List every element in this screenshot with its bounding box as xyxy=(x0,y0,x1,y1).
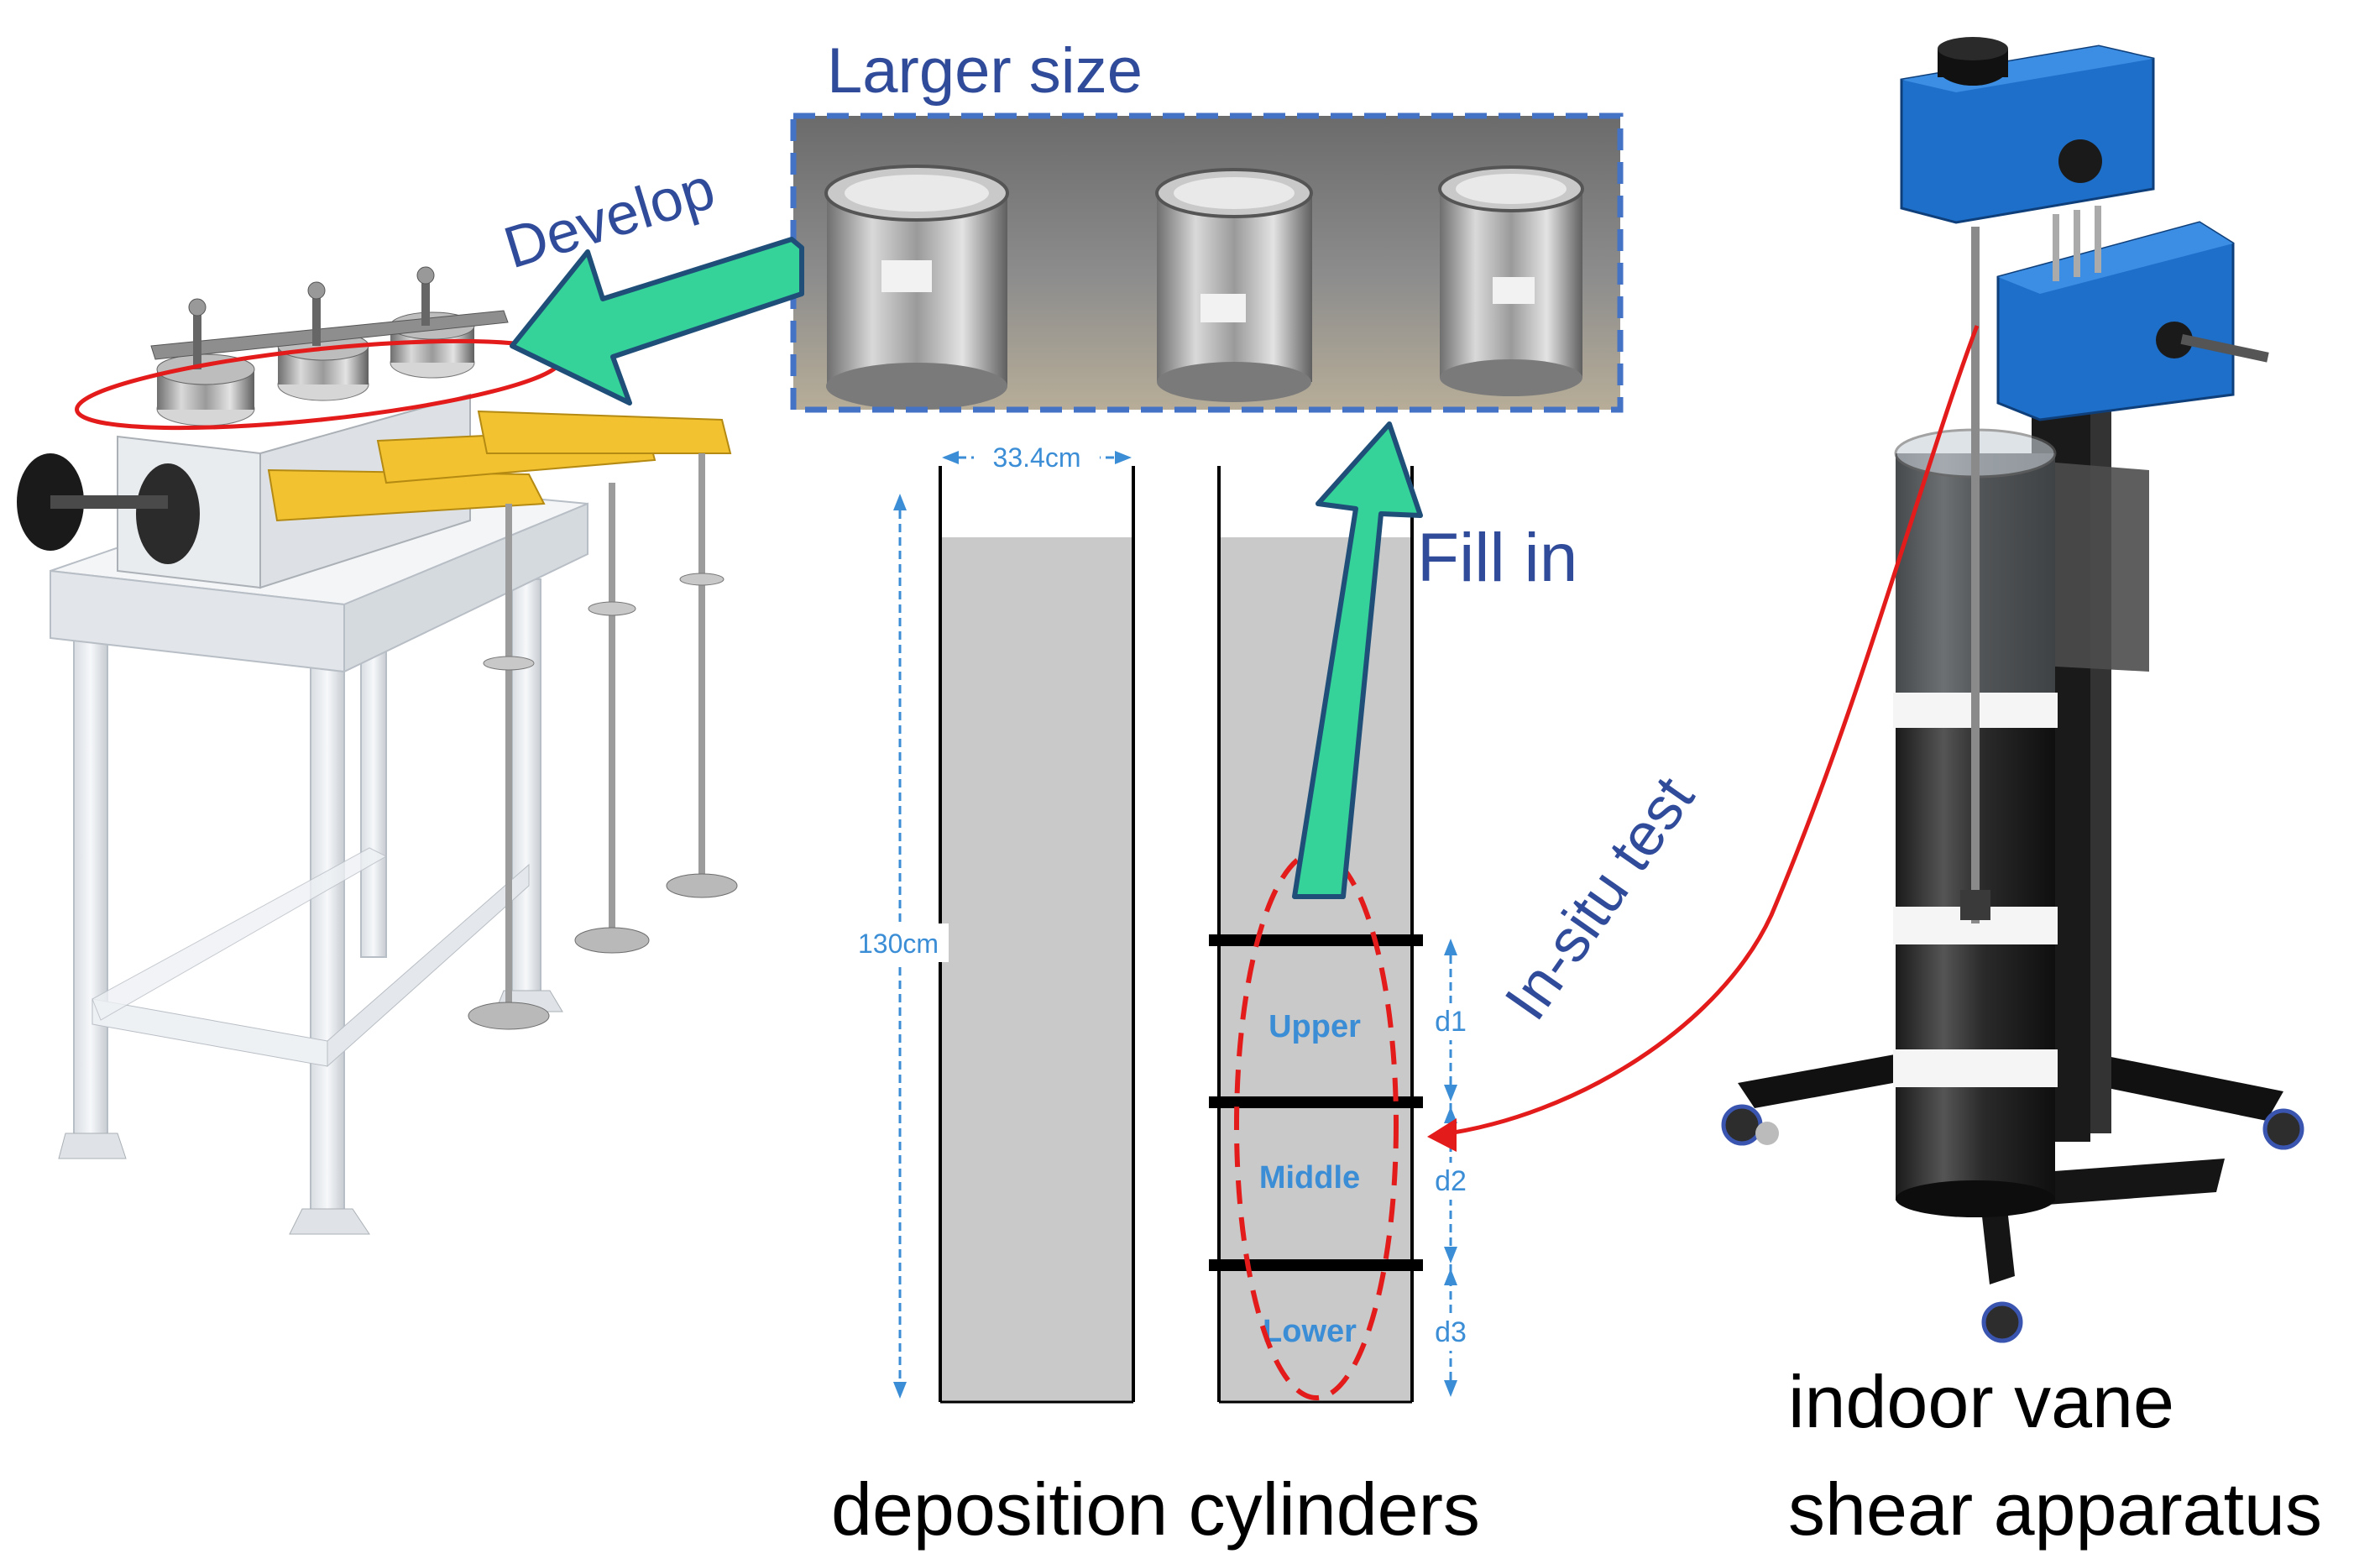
yellow-lever-arms xyxy=(267,410,732,522)
fill-in-arrow xyxy=(1292,421,1423,899)
layer-label-upper: Upper xyxy=(1268,1009,1361,1044)
deposition-cylinders-caption: deposition cylinders xyxy=(831,1467,1480,1551)
caster-wheel xyxy=(1721,1104,1763,1146)
width-dimension-label: 33.4cm xyxy=(993,442,1081,473)
develop-arrow xyxy=(510,237,804,405)
develop-label: Develop xyxy=(497,155,722,281)
depth-label-d1: d1 xyxy=(1435,1006,1467,1038)
photo-cylinder-3 xyxy=(1438,165,1584,396)
vane-shear-apparatus-illustration xyxy=(1427,37,2304,1343)
layer-divider-mid xyxy=(1209,1096,1423,1108)
depth-label-d2: d2 xyxy=(1435,1165,1467,1197)
deposition-cylinders-drawing: 33.4cm 130cm Upper Middle Lower xyxy=(848,441,1474,1404)
height-dimension xyxy=(848,494,949,1399)
layer-divider-bottom xyxy=(1209,1259,1423,1271)
photo-cylinder-1 xyxy=(824,165,1009,410)
caster-wheel xyxy=(1981,1301,2023,1343)
larger-size-label: Larger size xyxy=(827,35,1143,107)
layer-divider-top xyxy=(1209,934,1423,946)
hanger-rods xyxy=(468,453,738,1030)
consolidation-cells xyxy=(150,266,509,426)
caster-wheel xyxy=(2262,1108,2304,1150)
cylinder-left-sediment xyxy=(940,537,1133,1402)
caster-wheel xyxy=(1755,1122,1779,1145)
layer-label-middle: Middle xyxy=(1259,1160,1360,1195)
larger-size-photo xyxy=(790,112,1624,413)
vane-cylinder xyxy=(1893,227,2058,1217)
vane-caption-line2: shear apparatus xyxy=(1788,1467,2322,1551)
height-dimension-label: 130cm xyxy=(858,929,939,959)
depth-label-d3: d3 xyxy=(1435,1316,1467,1348)
in-situ-test-label: In-situ test xyxy=(1493,765,1708,1032)
in-situ-test-arrowhead xyxy=(1427,1118,1457,1152)
layer-label-lower: Lower xyxy=(1263,1314,1357,1349)
in-situ-test-curve xyxy=(1436,325,1980,1138)
consolidation-apparatus-illustration xyxy=(17,266,738,1235)
photo-cylinder-2 xyxy=(1155,168,1313,402)
vane-motor-housing xyxy=(1900,37,2269,421)
vane-caption-line1: indoor vane xyxy=(1788,1360,2174,1443)
fill-in-label: Fill in xyxy=(1417,520,1577,596)
width-dimension xyxy=(942,441,1132,473)
layer-depth-dimensions xyxy=(1427,939,1474,1397)
